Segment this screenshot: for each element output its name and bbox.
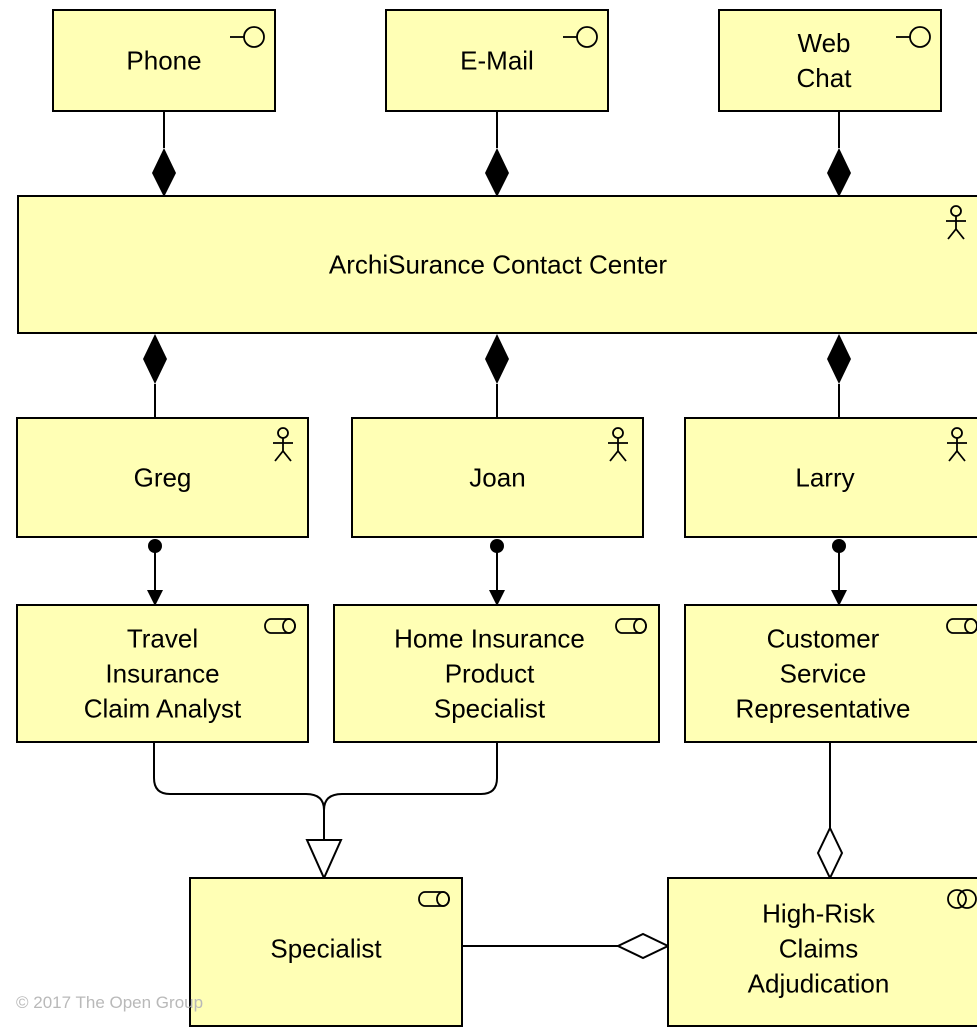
customer-service-representative-role-box[interactable]: Customer Service Representative	[684, 604, 977, 743]
specialization	[153, 742, 498, 881]
travel-claim-analyst-label: Travel Insurance Claim Analyst	[83, 623, 242, 723]
greg-actor-box[interactable]: Greg	[16, 417, 309, 538]
home-product-specialist-role-box[interactable]: Home Insurance Product Specialist	[333, 604, 660, 743]
customer-service-representative-label: Customer Service Representative	[735, 623, 911, 723]
assignment-joan	[489, 539, 505, 606]
joan-label: Joan	[469, 462, 526, 492]
composition-webchat	[827, 111, 851, 197]
role-icon	[264, 618, 296, 634]
high-risk-claims-adjudication-collaboration-box[interactable]: High-Risk Claims Adjudication	[667, 877, 977, 1027]
actor-icon	[946, 205, 966, 240]
high-risk-claims-adjudication-label: High-Risk Claims Adjudication	[747, 898, 890, 999]
copyright-notice: © 2017 The Open Group	[16, 993, 204, 1012]
phone-label: Phone	[126, 45, 202, 75]
role-icon	[946, 618, 977, 634]
specialist-role-box[interactable]: Specialist	[189, 877, 463, 1027]
aggregation-specialist	[462, 932, 671, 960]
composition-greg	[143, 334, 167, 418]
webchat-label: Web Chat	[796, 27, 852, 93]
role-icon	[615, 618, 647, 634]
email-interface-box[interactable]: E-Mail	[385, 9, 609, 112]
phone-interface-box[interactable]: Phone	[52, 9, 276, 112]
actor-icon	[608, 427, 628, 462]
composition-email	[485, 111, 509, 197]
composition-larry	[827, 334, 851, 418]
collaboration-icon	[947, 889, 977, 909]
contact-center-label: ArchiSurance Contact Center	[328, 249, 668, 279]
webchat-interface-box[interactable]: Web Chat	[718, 9, 942, 112]
email-label: E-Mail	[460, 45, 534, 75]
contact-center-box[interactable]: ArchiSurance Contact Center	[17, 195, 977, 334]
actor-icon	[947, 427, 967, 462]
assignment-greg	[147, 539, 163, 606]
home-product-specialist-label: Home Insurance Product Specialist	[394, 623, 585, 723]
interface-icon	[896, 26, 931, 48]
greg-label: Greg	[133, 462, 192, 492]
role-icon	[418, 891, 450, 907]
aggregation-csr	[816, 742, 844, 881]
assignment-larry	[831, 539, 847, 606]
joan-actor-box[interactable]: Joan	[351, 417, 644, 538]
composition-phone	[152, 111, 176, 197]
composition-joan	[485, 334, 509, 418]
larry-label: Larry	[795, 462, 855, 492]
travel-claim-analyst-role-box[interactable]: Travel Insurance Claim Analyst	[16, 604, 309, 743]
interface-icon	[230, 26, 265, 48]
larry-actor-box[interactable]: Larry	[684, 417, 977, 538]
actor-icon	[273, 427, 293, 462]
specialist-label: Specialist	[270, 933, 382, 964]
interface-icon	[563, 26, 598, 48]
